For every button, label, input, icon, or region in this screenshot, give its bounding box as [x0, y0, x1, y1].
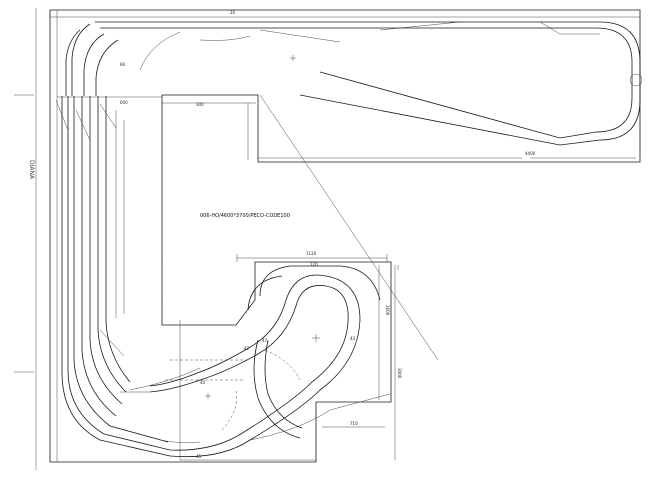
lower-figure-eight: [120, 265, 391, 458]
dim-1120: 1120: [306, 251, 317, 256]
baseboard-outline: [49, 9, 641, 463]
dim-710: 710: [350, 421, 358, 426]
label-60: 60: [120, 62, 126, 67]
dim-120: 120: [310, 262, 318, 267]
left-margin: DIANA: [14, 8, 37, 470]
label-10: 10: [230, 10, 236, 15]
label-43: 43: [350, 336, 356, 341]
dim-600: 600: [120, 100, 128, 105]
left-yard-tracks: [55, 96, 171, 457]
spec-note: 006-HO/4600*3700/PECO-CODE100: [200, 213, 290, 219]
dim-3000: 3000: [397, 368, 402, 379]
upper-loop-track: [65, 21, 643, 146]
text-annotations: 006-HO/4600*3700/PECO-CODE100 1120 120 1…: [120, 10, 536, 459]
dim-300: 300: [196, 102, 204, 107]
label-45: 45: [196, 454, 202, 459]
dim-1600: 1600: [385, 305, 390, 316]
dim-4400: 4400: [525, 151, 536, 156]
label-47: 47: [262, 338, 268, 343]
reference-marks: [205, 55, 320, 399]
label-40: 40: [200, 380, 206, 385]
label-42: 42: [244, 346, 250, 351]
dimension-lines: [57, 94, 641, 461]
left-margin-mark: DIANA: [28, 160, 35, 180]
